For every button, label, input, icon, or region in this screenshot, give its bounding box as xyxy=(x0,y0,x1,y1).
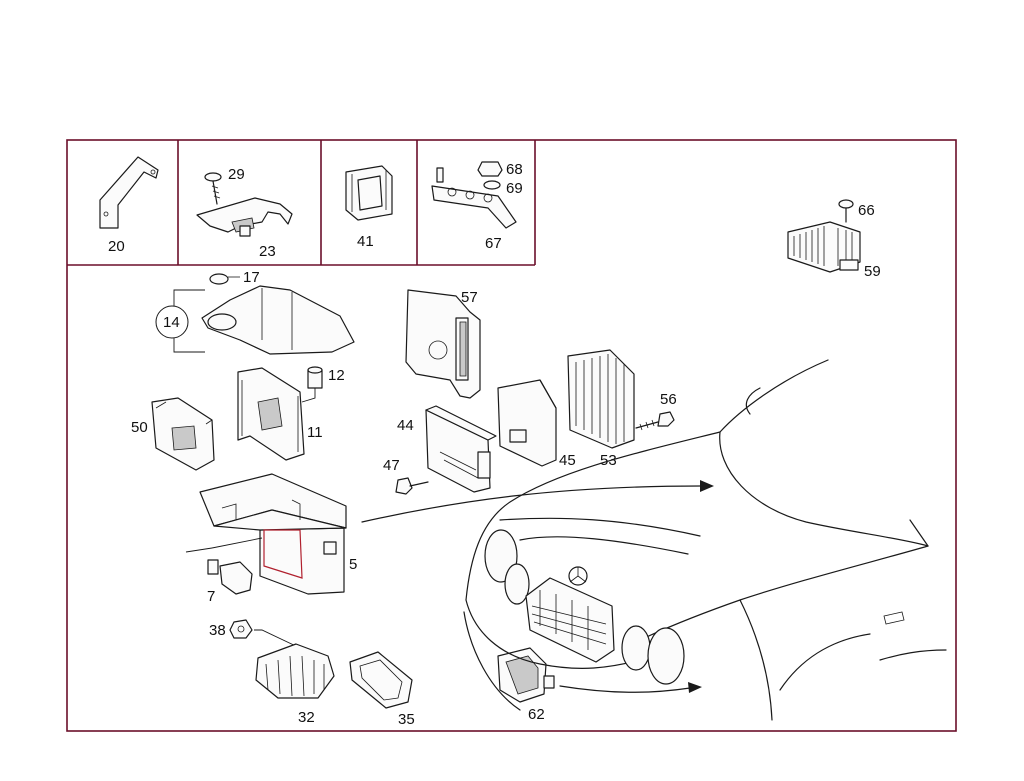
callout-23: 23 xyxy=(259,243,276,260)
part-5-fuse-box[interactable] xyxy=(199,473,347,595)
arrow-to-cabin xyxy=(361,480,714,523)
callout-69: 69 xyxy=(506,180,523,197)
part-50-module[interactable] xyxy=(151,397,215,471)
callout-32: 32 xyxy=(298,709,315,726)
part-69-washer[interactable] xyxy=(483,180,501,190)
callout-59: 59 xyxy=(864,263,881,280)
part-57-bracket[interactable] xyxy=(405,289,481,399)
leader-5 xyxy=(211,537,263,549)
callout-14: 14 xyxy=(163,314,180,331)
part-35-gasket[interactable] xyxy=(349,651,413,709)
part-53-control-unit[interactable] xyxy=(567,349,635,449)
part-14-cover[interactable] xyxy=(201,285,355,355)
part-29-screw[interactable] xyxy=(204,172,222,205)
arrow-to-bumper xyxy=(559,682,702,693)
part-38-nut[interactable] xyxy=(229,619,301,649)
part-41-grommet[interactable] xyxy=(345,165,393,221)
leader-7 xyxy=(185,547,213,553)
callout-20: 20 xyxy=(108,238,125,255)
callout-53: 53 xyxy=(600,452,617,469)
callout-47: 47 xyxy=(383,457,400,474)
diagram-frame xyxy=(66,139,957,732)
part-11-holder[interactable] xyxy=(237,367,305,461)
part-45-control-unit[interactable] xyxy=(497,379,557,467)
callout-41: 41 xyxy=(357,233,374,250)
part-47-bolt[interactable] xyxy=(395,477,429,495)
part-23-bracket[interactable] xyxy=(196,197,293,237)
callout-29: 29 xyxy=(228,166,245,183)
part-12-plug[interactable] xyxy=(301,366,323,403)
callout-35: 35 xyxy=(398,711,415,728)
part-17-cap[interactable] xyxy=(209,273,240,285)
callout-11: 11 xyxy=(307,424,323,441)
part-20-bracket[interactable] xyxy=(99,156,159,229)
callout-45: 45 xyxy=(559,452,576,469)
callout-50: 50 xyxy=(131,419,148,436)
part-66-screw[interactable] xyxy=(838,199,854,223)
callout-44: 44 xyxy=(397,417,414,434)
part-62-sensor[interactable] xyxy=(497,647,555,703)
part-68-nut[interactable] xyxy=(477,161,503,177)
callout-12: 12 xyxy=(328,367,345,384)
callout-56: 56 xyxy=(660,391,677,408)
callout-68: 68 xyxy=(506,161,523,178)
vehicle-front-outline xyxy=(463,359,947,721)
part-56-bolt[interactable] xyxy=(635,411,675,431)
callout-5: 5 xyxy=(349,556,357,573)
part-44-control-unit[interactable] xyxy=(425,405,497,493)
callout-66: 66 xyxy=(858,202,875,219)
callout-57: 57 xyxy=(461,289,478,306)
part-32-socket-block[interactable] xyxy=(255,643,335,699)
part-67-holder-strap[interactable] xyxy=(431,167,517,229)
part-7-relay[interactable] xyxy=(207,559,253,595)
callout-62: 62 xyxy=(528,706,545,723)
callout-7: 7 xyxy=(207,588,215,605)
part-59-relay-block[interactable] xyxy=(787,221,861,273)
callout-17: 17 xyxy=(243,269,260,286)
callout-67: 67 xyxy=(485,235,502,252)
callout-38: 38 xyxy=(209,622,226,639)
callout-14-bracket xyxy=(155,289,205,353)
